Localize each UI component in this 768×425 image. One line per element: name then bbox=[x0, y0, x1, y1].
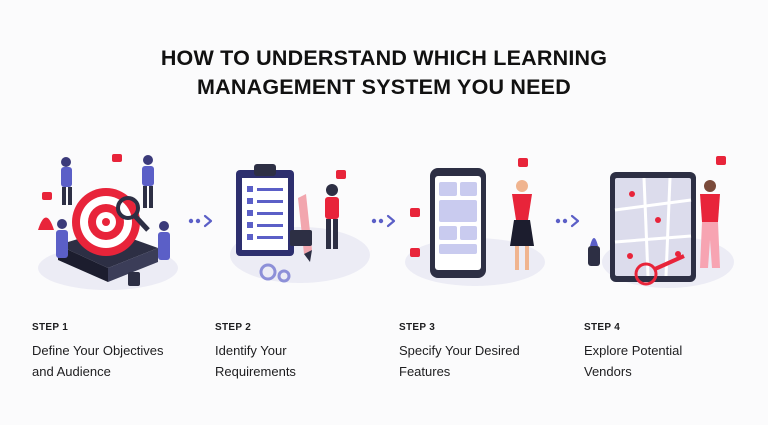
step-1-label: STEP 1 bbox=[32, 322, 69, 333]
clipboard-icon bbox=[230, 164, 370, 283]
arrow-right-icon bbox=[371, 214, 396, 228]
arrow-right-icon bbox=[188, 214, 213, 228]
step-1-line-2: and Audience bbox=[32, 364, 111, 379]
step-4-label: STEP 4 bbox=[584, 322, 621, 333]
map-tablet-icon bbox=[588, 156, 734, 288]
phone-features-icon bbox=[405, 158, 545, 286]
step-1-description: Define Your Objectives and Audience bbox=[32, 340, 202, 382]
step-3-line-2: Features bbox=[399, 364, 451, 379]
arrow-right-icon bbox=[555, 214, 580, 228]
step-3-line-1: Specify Your Desired bbox=[399, 343, 520, 358]
step-1-line-1: Define Your Objectives bbox=[32, 343, 164, 358]
title-line-1: HOW TO UNDERSTAND WHICH LEARNING bbox=[160, 46, 608, 70]
step-4-line-1: Explore Potential bbox=[584, 343, 683, 358]
step-4-description: Explore Potential Vendors bbox=[584, 340, 754, 382]
step-2-line-1: Identify Your bbox=[215, 343, 287, 358]
step-3-label: STEP 3 bbox=[399, 322, 436, 333]
target-icon bbox=[38, 154, 178, 290]
step-3-description: Specify Your Desired Features bbox=[399, 340, 569, 382]
step-2-label: STEP 2 bbox=[215, 322, 252, 333]
title-line-2: MANAGEMENT SYSTEM YOU NEED bbox=[197, 75, 571, 99]
step-2-description: Identify Your Requirements bbox=[215, 340, 385, 382]
step-2-line-2: Requirements bbox=[215, 364, 296, 379]
page-title: HOW TO UNDERSTAND WHICH LEARNING MANAGEM… bbox=[0, 44, 768, 102]
step-4-line-2: Vendors bbox=[584, 364, 632, 379]
